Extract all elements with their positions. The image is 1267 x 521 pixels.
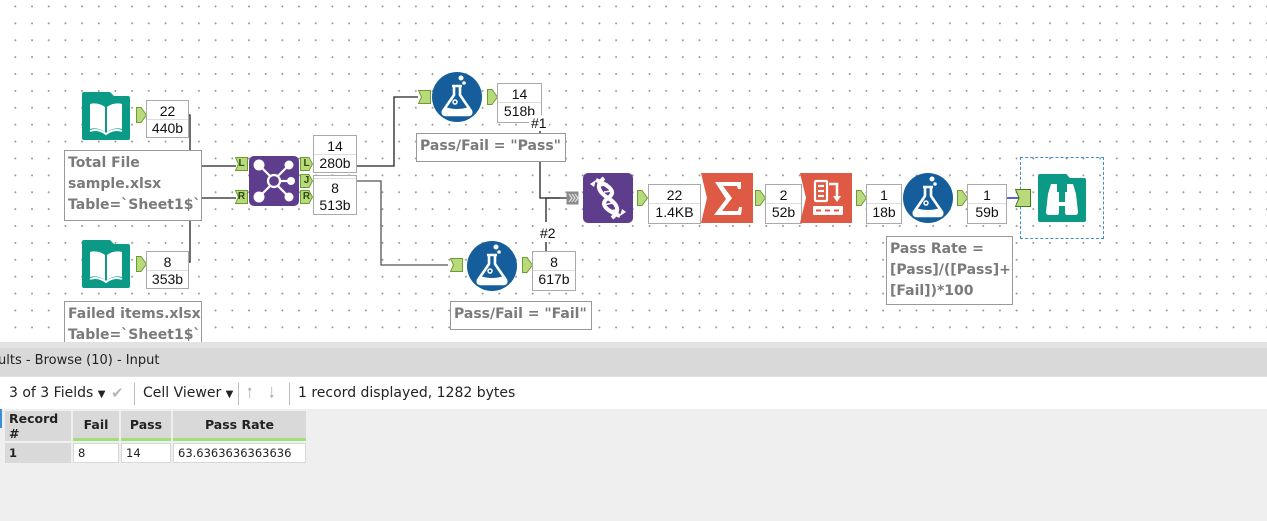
- summarize-tool[interactable]: [701, 172, 753, 224]
- column-header-fail[interactable]: Fail: [73, 411, 119, 441]
- book-input-icon: [82, 92, 130, 140]
- output-anchor[interactable]: [487, 89, 498, 105]
- browse-tool[interactable]: [1036, 172, 1088, 224]
- union-input-label-1: #1: [529, 115, 549, 131]
- output-anchor[interactable]: [755, 190, 766, 206]
- output-anchor[interactable]: [856, 190, 867, 206]
- join-output-anchor-r[interactable]: R: [300, 190, 313, 204]
- union-input-anchor[interactable]: [566, 191, 579, 205]
- join-input-anchor-r[interactable]: R: [235, 190, 248, 204]
- union-input-label-2: #2: [538, 225, 558, 241]
- cell-viewer-dropdown[interactable]: Cell Viewer ▼: [143, 377, 233, 409]
- output-anchor[interactable]: [136, 107, 147, 123]
- join-input-anchor-l[interactable]: L: [235, 157, 248, 171]
- join-output-anchor-j[interactable]: J: [300, 174, 313, 188]
- input-anchor[interactable]: [418, 90, 431, 104]
- output-anchor[interactable]: [136, 256, 147, 272]
- formula-tool-pass-rate[interactable]: [902, 172, 954, 224]
- column-header-pass[interactable]: Pass: [121, 411, 171, 441]
- results-title: ults - Browse (10) - Input: [0, 353, 160, 368]
- cell-pass-rate[interactable]: 63.6363636363636: [173, 443, 306, 463]
- browse-binoculars-icon: [1038, 174, 1086, 222]
- results-title-bar: ults - Browse (10) - Input: [0, 348, 1267, 376]
- formula-flask-icon: [903, 173, 953, 223]
- cell-fail[interactable]: 8: [73, 443, 119, 463]
- browse-input-anchor[interactable]: [1015, 189, 1031, 207]
- join-tool[interactable]: [248, 155, 300, 207]
- formula-flask-icon: [467, 241, 517, 291]
- chevron-down-icon: ▼: [225, 389, 234, 400]
- join-icon: [249, 156, 299, 206]
- apply-check-icon[interactable]: ✔: [111, 384, 124, 402]
- fields-selector[interactable]: 3 of 3 Fields ▼: [9, 377, 105, 409]
- crosstab-icon: [800, 173, 852, 223]
- cell-record[interactable]: 1: [5, 443, 71, 463]
- annotation-input-failed: Failed items.xlsx Table=`Sheet1$`: [64, 301, 202, 342]
- toolbar-divider: [134, 383, 135, 405]
- toolbar-divider: [289, 383, 290, 405]
- annotation-formula-fail: Pass/Fail = "Fail": [450, 301, 592, 330]
- toolbar-divider: [238, 383, 239, 405]
- results-toolbar: 3 of 3 Fields ▼ ✔ Cell Viewer ▼ 🠑 🠓 1 re…: [0, 376, 1267, 409]
- annotation-formula-pass: Pass/Fail = "Pass": [416, 133, 566, 162]
- formula-tool-pass[interactable]: [431, 71, 483, 123]
- summarize-sigma-icon: [701, 173, 753, 223]
- wire-join-j-to-formula-fail: [357, 180, 448, 266]
- arrow-up-icon[interactable]: 🠑: [247, 384, 253, 402]
- formula-tool-fail[interactable]: [466, 240, 518, 292]
- input-tool-failed[interactable]: [80, 238, 132, 290]
- union-dna-icon: [583, 173, 633, 223]
- union-tool[interactable]: [582, 172, 634, 224]
- join-output-anchor-l[interactable]: L: [300, 157, 313, 171]
- input-tool-total[interactable]: [80, 90, 132, 142]
- results-panel: ults - Browse (10) - Input 3 of 3 Fields…: [0, 342, 1267, 521]
- results-grid: Record # Fail Pass Pass Rate 1 8 14 63.6…: [3, 409, 308, 465]
- formula-flask-icon: [432, 72, 482, 122]
- panel-splitter[interactable]: [0, 342, 1267, 348]
- annotation-formula-pass-rate: Pass Rate = [Pass]/([Pass]+ [Fail])*100: [886, 236, 1013, 305]
- fields-label: 3 of 3 Fields: [9, 385, 94, 401]
- annotation-input-total: Total File sample.xlsx Table=`Sheet1$`: [64, 150, 202, 221]
- record-status: 1 record displayed, 1282 bytes: [298, 385, 516, 401]
- output-anchor[interactable]: [637, 190, 648, 206]
- column-header-record[interactable]: Record #: [5, 411, 71, 441]
- chevron-down-icon: ▼: [97, 389, 106, 400]
- column-header-pass-rate[interactable]: Pass Rate: [173, 411, 306, 441]
- cell-pass[interactable]: 14: [121, 443, 171, 463]
- row-indicator: [0, 409, 2, 428]
- crosstab-tool[interactable]: [800, 172, 852, 224]
- book-input-icon: [82, 240, 130, 288]
- output-anchor[interactable]: [522, 257, 533, 273]
- table-row[interactable]: 1 8 14 63.6363636363636: [5, 443, 306, 463]
- input-anchor[interactable]: [450, 258, 463, 272]
- cell-viewer-label: Cell Viewer: [143, 385, 222, 401]
- wire-join-l-to-formula-pass: [357, 96, 418, 167]
- output-anchor[interactable]: [957, 190, 968, 206]
- arrow-down-icon[interactable]: 🠓: [269, 384, 275, 402]
